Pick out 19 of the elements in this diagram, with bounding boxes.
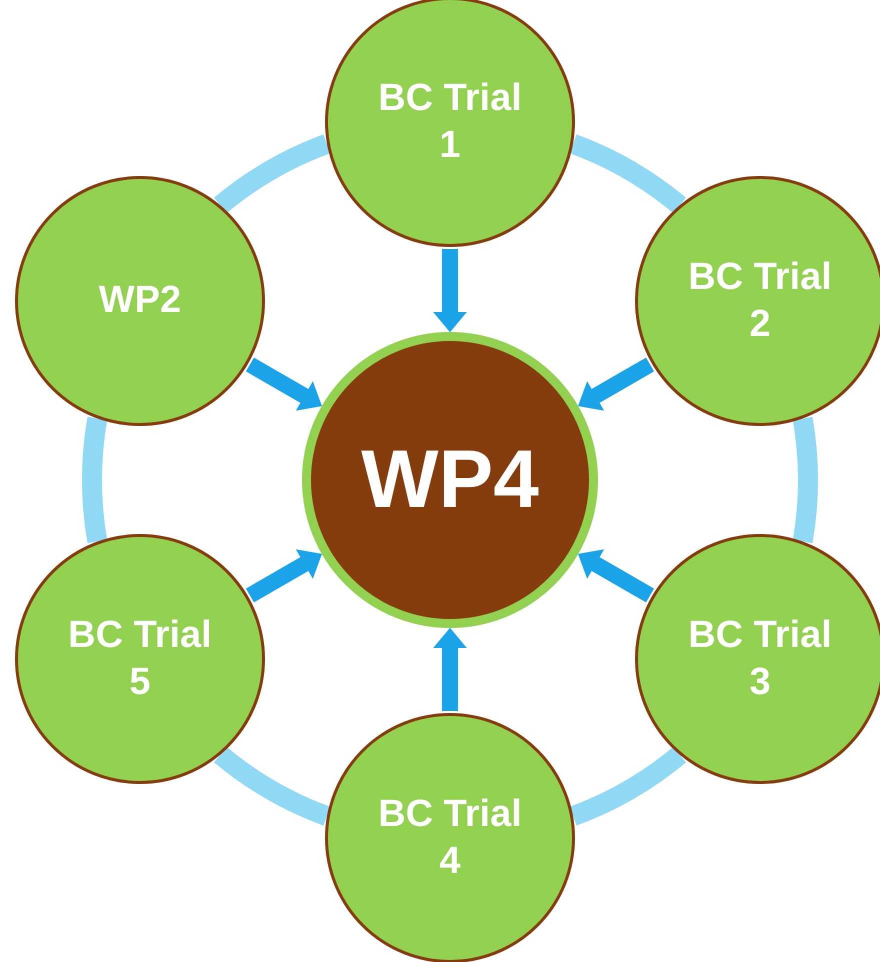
block-arrow: [578, 549, 654, 602]
node-label: BC Trial 1: [377, 76, 523, 168]
block-arrow: [578, 358, 654, 411]
node-label: WP4: [361, 432, 539, 527]
node-label: BC Trial 4: [377, 792, 523, 884]
node-label: BC Trial 2: [687, 254, 833, 347]
block-arrow: [433, 628, 467, 711]
node-label: WP2: [98, 278, 182, 324]
node-label: BC Trial 3: [687, 612, 833, 705]
block-arrow: [246, 549, 322, 602]
node-label: BC Trial 5: [67, 612, 213, 705]
ring-connector: [569, 134, 686, 214]
block-arrow: [246, 358, 322, 411]
ring-connector: [214, 746, 331, 826]
block-arrow: [433, 249, 467, 332]
ring-connector: [82, 417, 108, 543]
ring-connector: [569, 746, 686, 826]
ring-connector: [214, 134, 331, 214]
ring-connector: [792, 417, 818, 543]
